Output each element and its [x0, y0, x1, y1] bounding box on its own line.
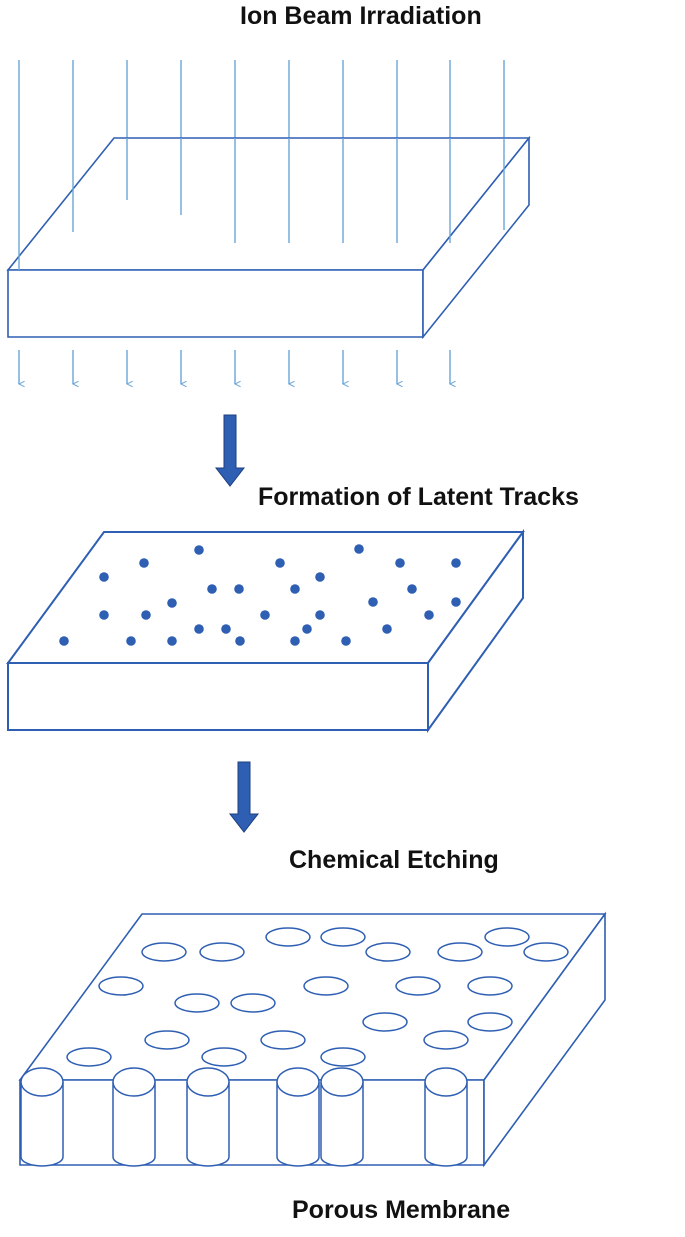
pore-channel-top [186, 1067, 230, 1097]
pore-channel-body [112, 1082, 156, 1167]
slab-side-face [422, 135, 530, 340]
pore-channel-body [186, 1082, 230, 1167]
latent-track-dot [368, 597, 378, 607]
latent-track-dot [167, 598, 177, 608]
latent-track-dot [395, 558, 405, 568]
pore-channel [186, 1067, 230, 1167]
pore-opening [484, 927, 530, 947]
pore-channels [20, 1067, 468, 1167]
step-label-chemical-etching: Chemical Etching [289, 846, 499, 874]
pore-channel-top [112, 1067, 156, 1097]
pore-opening [320, 927, 366, 947]
pore-opening [320, 1047, 366, 1067]
latent-tracks [59, 544, 461, 646]
pore-channel-body [20, 1082, 64, 1167]
pore-opening [174, 993, 220, 1013]
latent-track-dot [290, 636, 300, 646]
pore-opening [260, 1030, 306, 1050]
pore-opening [303, 976, 349, 996]
pore-opening [365, 942, 411, 962]
latent-track-dot [59, 636, 69, 646]
pore-opening [199, 942, 245, 962]
ion-beam-lines [18, 60, 505, 138]
latent-track-dot [99, 572, 109, 582]
latent-track-dot [234, 584, 244, 594]
pore-opening [467, 976, 513, 996]
polymer-film-slab [6, 135, 531, 340]
latent-track-dot [302, 624, 312, 634]
pore-opening [395, 976, 441, 996]
down-arrow-icon [214, 414, 246, 487]
slab-side-face [483, 911, 606, 1168]
pore-channel [320, 1067, 364, 1167]
latent-track-dot [139, 558, 149, 568]
latent-track-dot [451, 597, 461, 607]
film-with-latent-tracks [6, 528, 525, 734]
latent-track-dot [194, 624, 204, 634]
latent-track-dot [141, 610, 151, 620]
pore-opening [265, 927, 311, 947]
latent-track-dot [194, 545, 204, 555]
latent-track-dot [354, 544, 364, 554]
latent-track-dot [424, 610, 434, 620]
pore-opening [141, 942, 187, 962]
pore-channel [112, 1067, 156, 1167]
latent-track-dot [260, 610, 270, 620]
etched-pores [66, 927, 569, 1067]
latent-track-dot [407, 584, 417, 594]
step-label-porous-membrane: Porous Membrane [292, 1196, 511, 1224]
latent-track-dot [126, 636, 136, 646]
latent-track-dot [99, 610, 109, 620]
pore-channel-top [424, 1067, 468, 1097]
pore-channel [20, 1067, 64, 1167]
step-label-ion-beam-irradiation: Ion Beam Irradiation [240, 2, 482, 30]
latent-track-dot [451, 558, 461, 568]
pore-opening [66, 1047, 112, 1067]
pore-opening [362, 1012, 408, 1032]
pore-opening [201, 1047, 247, 1067]
pore-opening [423, 1030, 469, 1050]
ion-beam-exit-arrows [17, 350, 456, 388]
pore-channel-body [424, 1082, 468, 1167]
pore-opening [144, 1030, 190, 1050]
pore-opening [437, 942, 483, 962]
slab-side-face [427, 528, 524, 734]
latent-track-dot [382, 624, 392, 634]
pore-channel-body [276, 1082, 320, 1167]
ion-beam-lines-on-film [18, 138, 505, 270]
pore-opening [98, 976, 144, 996]
pore-channel-top [276, 1067, 320, 1097]
pore-channel-top [320, 1067, 364, 1097]
pore-channel [276, 1067, 320, 1167]
slab-front-face [19, 1079, 485, 1166]
latent-track-dot [275, 558, 285, 568]
latent-track-dot [315, 610, 325, 620]
latent-track-dot [221, 624, 231, 634]
latent-track-dot [235, 636, 245, 646]
latent-track-dot [290, 584, 300, 594]
pore-channel-body [320, 1082, 364, 1167]
down-arrow-icon [228, 761, 260, 833]
slab-front-face [7, 269, 424, 338]
pore-channel [424, 1067, 468, 1167]
latent-track-dot [315, 572, 325, 582]
latent-track-dot [167, 636, 177, 646]
step-label-latent-tracks: Formation of Latent Tracks [258, 483, 579, 511]
pore-channel-top [20, 1067, 64, 1097]
latent-track-dot [207, 584, 217, 594]
pore-opening [523, 942, 569, 962]
pore-opening [467, 1012, 513, 1032]
pore-opening [230, 993, 276, 1013]
slab-front-face [7, 662, 429, 731]
latent-track-dot [341, 636, 351, 646]
